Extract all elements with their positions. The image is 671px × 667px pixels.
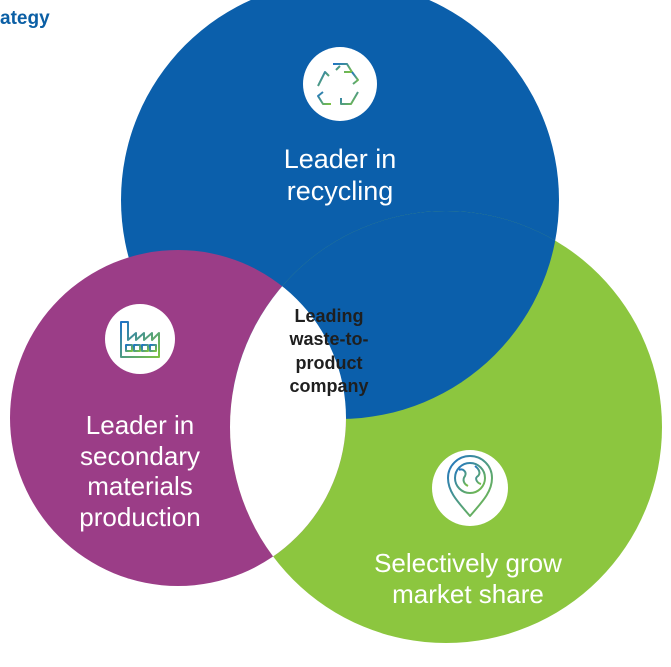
- globe-pin-icon: [432, 450, 508, 526]
- secondary-materials-label-line-4: production: [79, 502, 201, 533]
- secondary-materials-label-line-2: secondary: [80, 440, 200, 471]
- factory-icon: [105, 304, 175, 374]
- center-label-line-3: product: [295, 352, 363, 373]
- center-label: Leading waste-to- product company: [266, 305, 392, 399]
- market-share-label: Selectively grow market share: [346, 548, 590, 609]
- center-label-line-4: company: [289, 376, 369, 397]
- recycling-label-line-1: Leader in: [283, 144, 397, 174]
- market-share-label-line-1: Selectively grow: [374, 548, 562, 578]
- secondary-materials-label: Leader in secondary materials production: [50, 410, 230, 533]
- page-title: ategy: [0, 8, 50, 29]
- secondary-materials-label-line-3: materials: [87, 471, 193, 502]
- secondary-materials-label-line-1: Leader in: [85, 410, 195, 440]
- recycling-label: Leader in recycling: [240, 144, 440, 208]
- recycle-icon: [303, 47, 377, 121]
- center-label-line-1: Leading: [294, 306, 364, 326]
- recycling-label-line-2: recycling: [286, 175, 394, 206]
- center-label-line-2: waste-to-: [289, 329, 369, 350]
- market-share-label-line-2: market share: [392, 578, 544, 609]
